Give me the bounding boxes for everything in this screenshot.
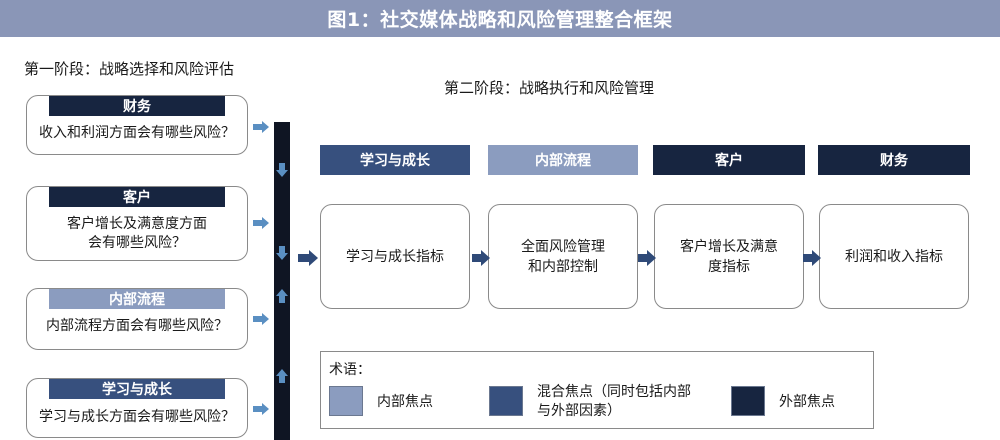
indicator-text-line1: 全面风险管理 <box>521 238 605 255</box>
indicator-text-line2: 和内部控制 <box>528 258 598 275</box>
legend-label-mixed-line1: 混合焦点（同时包括内部 <box>537 384 691 400</box>
risk-box-tag-learning: 学习与成长 <box>49 379 225 399</box>
stage1-label: 第一阶段：战略选择和风险评估 <box>24 60 235 78</box>
risk-question-process: 内部流程方面会有哪些风险？ <box>46 318 228 334</box>
indicator-box-learning: 学习与成长指标 <box>320 204 470 309</box>
arrow-right-icon <box>803 250 821 266</box>
stage2-label: 第二阶段：战略执行和风险管理 <box>444 79 655 97</box>
stage2-header-learning: 学习与成长 <box>320 145 470 175</box>
legend-swatch-internal <box>329 386 363 416</box>
arrow-right-icon <box>253 121 269 133</box>
legend-swatch-external <box>731 386 765 416</box>
risk-box-learning: 学习与成长 学习与成长方面会有哪些风险？ <box>26 378 248 438</box>
arrow-up-icon <box>276 369 288 383</box>
arrow-right-icon <box>253 313 269 325</box>
indicator-text-line1: 学习与成长指标 <box>346 248 444 265</box>
indicator-box-customer: 客户增长及满意度指标 <box>654 204 804 309</box>
legend-label-mixed-line2: 与外部因素） <box>537 403 621 419</box>
risk-box-tag-process: 内部流程 <box>49 289 225 309</box>
legend-label-external: 外部焦点 <box>779 394 835 410</box>
arrow-right-icon <box>253 217 269 229</box>
stage2-header-customer: 客户 <box>653 145 805 175</box>
figure-title: 图1：社交媒体战略和风险管理整合框架 <box>0 0 1000 37</box>
risk-box-process: 内部流程 内部流程方面会有哪些风险？ <box>26 288 248 350</box>
risk-box-tag-customer: 客户 <box>49 187 225 207</box>
legend-label-internal: 内部焦点 <box>377 394 433 410</box>
arrow-down-icon <box>276 163 288 177</box>
risk-box-finance: 财务 收入和利润方面会有哪些风险？ <box>26 95 248 155</box>
arrow-right-icon <box>253 403 269 415</box>
stage2-header-process: 内部流程 <box>488 145 638 175</box>
legend-swatch-mixed <box>489 386 523 416</box>
risk-box-customer: 客户 客户增长及满意度方面 会有哪些风险？ <box>26 186 248 261</box>
risk-question-customer-line1: 客户增长及满意度方面 <box>67 216 207 232</box>
arrow-right-icon <box>638 250 656 266</box>
legend-title: 术语： <box>329 362 371 378</box>
arrow-up-icon <box>276 289 288 303</box>
arrow-right-icon <box>298 250 318 266</box>
arrow-down-icon <box>276 246 288 260</box>
indicator-text-line1: 客户增长及满意 <box>680 238 778 255</box>
risk-box-tag-finance: 财务 <box>49 96 225 116</box>
indicator-box-finance: 利润和收入指标 <box>819 204 969 309</box>
indicator-text-line2: 度指标 <box>708 258 750 275</box>
indicator-text-line1: 利润和收入指标 <box>845 248 943 265</box>
indicator-box-risk-control: 全面风险管理和内部控制 <box>488 204 638 309</box>
risk-question-learning: 学习与成长方面会有哪些风险？ <box>39 409 235 425</box>
risk-question-customer-line2: 会有哪些风险？ <box>88 235 186 251</box>
risk-question-finance: 收入和利润方面会有哪些风险？ <box>39 125 235 141</box>
legend: 术语： 内部焦点 混合焦点（同时包括内部 与外部因素） 外部焦点 <box>320 351 874 429</box>
stage2-header-finance: 财务 <box>818 145 970 175</box>
integration-bar <box>274 122 290 440</box>
arrow-right-icon <box>472 250 490 266</box>
